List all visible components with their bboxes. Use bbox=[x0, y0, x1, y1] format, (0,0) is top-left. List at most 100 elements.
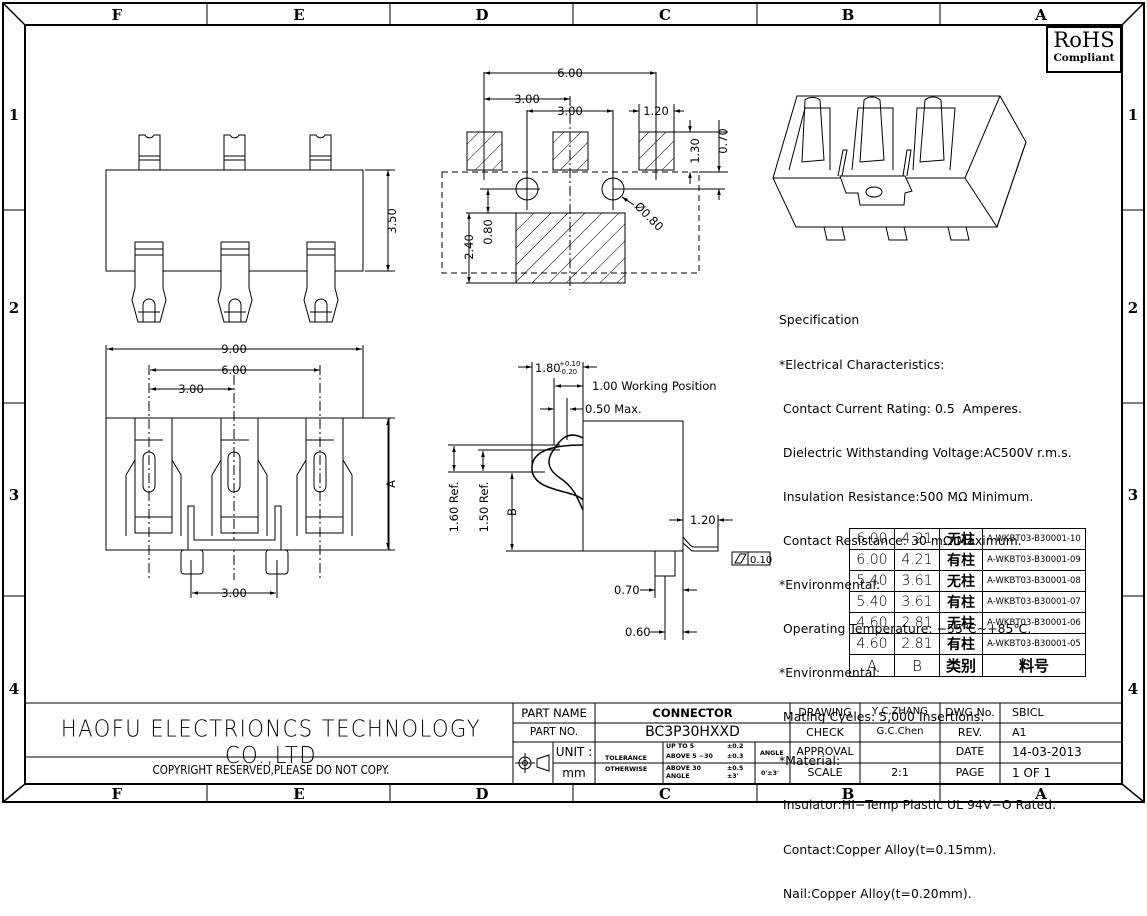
cell-b: 3.61 bbox=[894, 570, 940, 592]
pcb-layout-drawing bbox=[441, 71, 728, 290]
top-view-contacts bbox=[131, 241, 339, 323]
row-label: 1 bbox=[9, 106, 19, 124]
dim-max: 0.50 Max. bbox=[585, 402, 642, 416]
tol-range: ABOVE 30 bbox=[666, 765, 701, 772]
company-name: HAOFU ELECTRIONCS TECHNOLOGY CO.,LTD bbox=[60, 715, 482, 769]
dim-pitch: 3.00 bbox=[178, 382, 204, 396]
header-type: 类别 bbox=[939, 654, 983, 677]
cell-type: 有柱 bbox=[939, 591, 983, 613]
title-block-grid bbox=[25, 702, 1122, 784]
cell-b: 2.81 bbox=[894, 633, 940, 655]
angle-label: ANGLE bbox=[760, 750, 784, 757]
dim-big-pad-height: 2.40 bbox=[462, 234, 476, 260]
check-value: G.C.Chen bbox=[876, 726, 924, 737]
dim-tol-plus: +0.10 bbox=[559, 360, 580, 368]
column-label: E bbox=[293, 785, 304, 803]
spec-line: Insulation Resistance:500 MΩ Minimum. bbox=[779, 489, 1034, 504]
side-view-drawing bbox=[448, 362, 771, 640]
cell-a: 4.60 bbox=[849, 633, 895, 655]
table-row: 5.40 3.61 有柱 A-WKBT03-B30001-07 bbox=[849, 591, 1086, 613]
table-row: 4.60 2.81 有柱 A-WKBT03-B30001-05 bbox=[849, 633, 1086, 655]
top-view-pin bbox=[223, 134, 246, 171]
column-label: F bbox=[112, 785, 123, 803]
spec-line: Mating Cyeles: 5,000 Insertions. bbox=[779, 710, 985, 725]
cell-type: 无柱 bbox=[939, 528, 983, 550]
table-row: 4.60 2.81 无柱 A-WKBT03-B30001-06 bbox=[849, 612, 1086, 634]
front-view-contact bbox=[211, 418, 268, 536]
approval-label: APPROVAL bbox=[796, 745, 854, 758]
column-label: D bbox=[475, 785, 488, 803]
column-label: F bbox=[112, 6, 123, 24]
tolerance-otherwise: OTHERWISE bbox=[605, 766, 648, 773]
cell-a: 4.60 bbox=[849, 612, 895, 634]
dim-pitch-right: 3.00 bbox=[557, 104, 583, 118]
dim-foot: 1.20 bbox=[690, 513, 716, 527]
dim-hole-diameter: Ø0.80 bbox=[632, 199, 666, 233]
page-label: PAGE bbox=[955, 766, 985, 779]
dim-peg-1: 0.70 bbox=[614, 583, 640, 597]
spec-line: Insulator:HI−Temp Plastic UL 94V−O Rated… bbox=[779, 798, 1057, 813]
cell-b: 4.21 bbox=[894, 528, 940, 550]
row-label: 4 bbox=[1128, 680, 1138, 698]
cell-a: 5.40 bbox=[849, 591, 895, 613]
part-name-value: CONNECTOR bbox=[652, 706, 733, 720]
dim-nail-pitch: 3.00 bbox=[221, 586, 247, 600]
unit-label: UNIT : bbox=[555, 745, 593, 759]
dim-peg-2: 0.60 bbox=[625, 625, 651, 639]
tol-range: ABOVE 5 ~30 bbox=[666, 753, 713, 760]
top-view-pin bbox=[309, 134, 332, 171]
column-label: A bbox=[1034, 6, 1047, 24]
frame-labels: F E D C B A F E D C B A 1 2 3 4 1 2 3 4 bbox=[9, 6, 1138, 803]
tol-value: ±0.5 bbox=[727, 765, 744, 772]
cell-b: 3.61 bbox=[894, 591, 940, 613]
cell-type: 有柱 bbox=[939, 633, 983, 655]
spec-line: Nail:Copper Alloy(t=0.20mm). bbox=[779, 886, 972, 901]
column-label: A bbox=[1034, 785, 1047, 803]
dim-hole-offset: 0.80 bbox=[481, 219, 495, 245]
rohs-subtitle: Compliant bbox=[1053, 52, 1115, 64]
column-label: B bbox=[842, 6, 855, 24]
dim-pitch-left: 3.00 bbox=[514, 92, 540, 106]
page-value: 1 OF 1 bbox=[1012, 766, 1052, 780]
top-view-drawing bbox=[105, 134, 395, 323]
dim-ref-1: 1.60 Ref. bbox=[447, 482, 461, 533]
part-name-label: PART NAME bbox=[521, 706, 587, 720]
header-part-no: 料号 bbox=[982, 654, 1086, 677]
cell-a: 6.00 bbox=[849, 549, 895, 571]
side-view-labels: 1.80 +0.10 -0.20 1.00 Working Position 0… bbox=[447, 360, 772, 639]
dwg-no-label: DWG.No. bbox=[945, 706, 995, 719]
row-label: 2 bbox=[1128, 299, 1138, 317]
angle-value: 0'±3' bbox=[761, 770, 779, 777]
top-view-pin bbox=[138, 134, 161, 171]
check-label: CHECK bbox=[806, 726, 844, 739]
cell-part-no: A-WKBT03-B30001-07 bbox=[982, 591, 1086, 613]
row-label: 4 bbox=[9, 680, 19, 698]
cell-part-no: A-WKBT03-B30001-09 bbox=[982, 549, 1086, 571]
date-value: 14-03-2013 bbox=[1012, 745, 1082, 759]
dim-ref-2: 1.50 Ref. bbox=[477, 482, 491, 533]
drawing-value: Y,C,ZHANG bbox=[872, 706, 928, 717]
cell-a: 6.00 bbox=[849, 528, 895, 550]
part-no-value: BC3P30HXXD bbox=[645, 724, 740, 740]
dwg-no-value: SBICL bbox=[1012, 706, 1044, 719]
front-view-drawing bbox=[105, 345, 395, 598]
scale-label: SCALE bbox=[807, 766, 843, 779]
dim-tol-minus: -0.20 bbox=[559, 368, 577, 376]
rev-value: A1 bbox=[1012, 726, 1027, 739]
front-view-labels: 9.00 6.00 3.00 3.00 A bbox=[178, 342, 398, 600]
date-label: DATE bbox=[955, 745, 985, 758]
header-b: B bbox=[894, 654, 940, 677]
dim-working-position: 1.00 Working Position bbox=[592, 379, 717, 393]
row-label: 3 bbox=[9, 486, 19, 504]
drawing-canvas: 3.50 6.00 3.00 3.00 1.20 bbox=[2, 2, 1145, 803]
cell-part-no: A-WKBT03-B30001-10 bbox=[982, 528, 1086, 550]
cell-type: 无柱 bbox=[939, 612, 983, 634]
projection-symbol bbox=[515, 753, 550, 773]
spec-line: Specification bbox=[779, 313, 860, 328]
cell-b: 4.21 bbox=[894, 549, 940, 571]
dim-free-height: 1.80 bbox=[535, 361, 561, 375]
dim-height: 3.50 bbox=[385, 208, 399, 234]
rev-label: REV. bbox=[957, 726, 983, 739]
column-label: E bbox=[293, 6, 304, 24]
cell-part-no: A-WKBT03-B30001-05 bbox=[982, 633, 1086, 655]
